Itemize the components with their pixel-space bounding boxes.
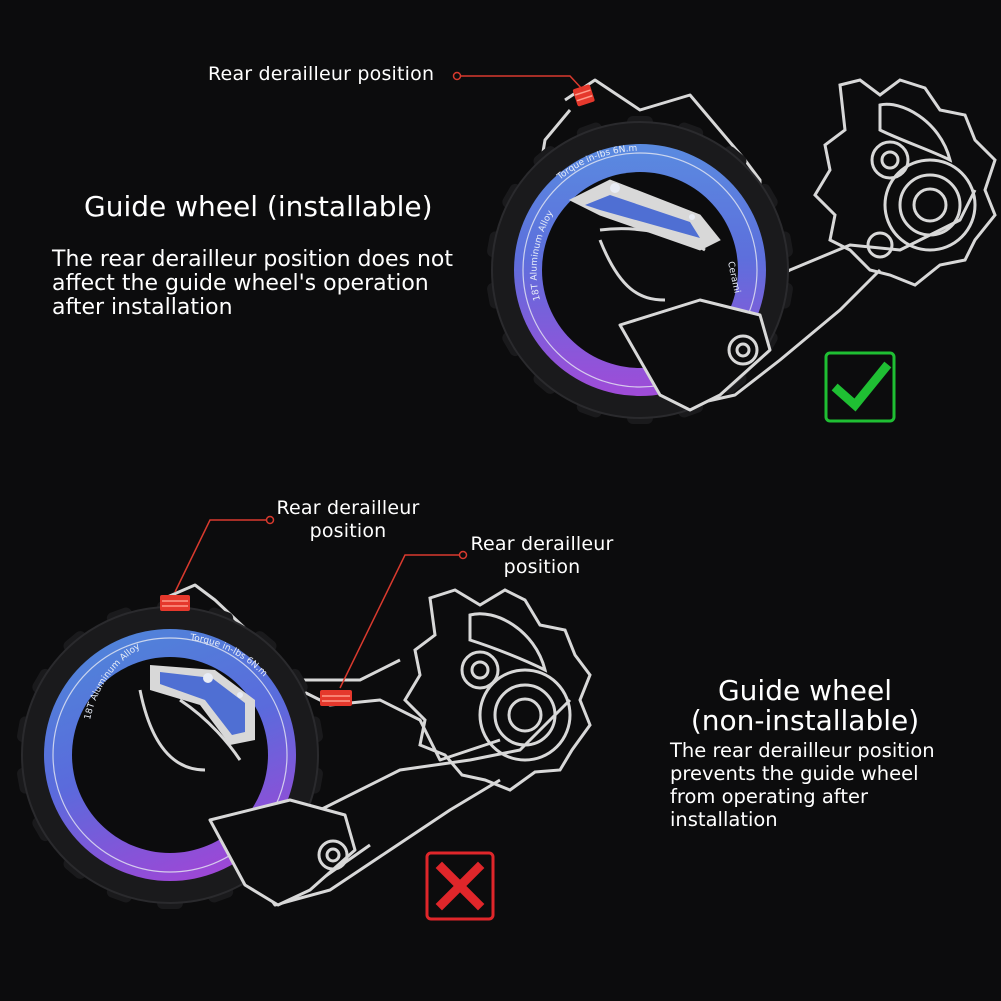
bottom-left-callout-leader [174, 515, 275, 593]
x-icon [425, 851, 495, 921]
check-icon [824, 351, 896, 423]
bottom-title-line-1: Guide wheel [717, 674, 892, 707]
top-callout-leader [452, 71, 584, 91]
bottom-description-line-1: The rear derailleur position [670, 739, 935, 762]
bottom-right-callout-label-line-1: Rear derailleur [470, 533, 614, 555]
top-description-line-2: affect the guide wheel's operation [52, 271, 429, 296]
top-callout-label: Rear derailleur position [208, 63, 435, 85]
bottom-description-line-4: installation [670, 808, 778, 831]
bottom-derailleur-assembly: Torque in-lbs 6N.m 18T Aluminum Alloy Ce… [17, 583, 592, 909]
bottom-right-callout-leader [339, 550, 468, 689]
bottom-upper-pulley-outline [403, 588, 592, 792]
top-derailleur-marker [572, 84, 595, 107]
top-description-line-3: after installation [52, 295, 233, 320]
bottom-description-line-2: prevents the guide wheel [670, 762, 919, 785]
top-upper-pulley-outline [813, 78, 997, 287]
top-derailleur-assembly: Torque in-lbs 6N.m 18T Aluminum Alloy Ce… [487, 78, 997, 424]
bottom-left-derailleur-marker [160, 595, 190, 611]
top-description-line-1: The rear derailleur position does not [52, 247, 453, 272]
bottom-description-line-3: from operating after [670, 785, 868, 808]
bottom-left-callout-label-line-2: position [309, 520, 387, 542]
bottom-left-callout-label-line-1: Rear derailleur [276, 497, 420, 519]
bottom-title-line-2: (non-installable) [690, 704, 920, 737]
bottom-guide-wheel: Torque in-lbs 6N.m 18T Aluminum Alloy Ce… [17, 601, 323, 909]
top-lower-cage-arm [618, 298, 772, 412]
bottom-right-callout-label-line-2: position [503, 556, 581, 578]
top-title: Guide wheel (installable) [84, 190, 433, 223]
bottom-right-derailleur-marker [320, 690, 352, 706]
bottom-lower-cage-arm [208, 798, 357, 907]
